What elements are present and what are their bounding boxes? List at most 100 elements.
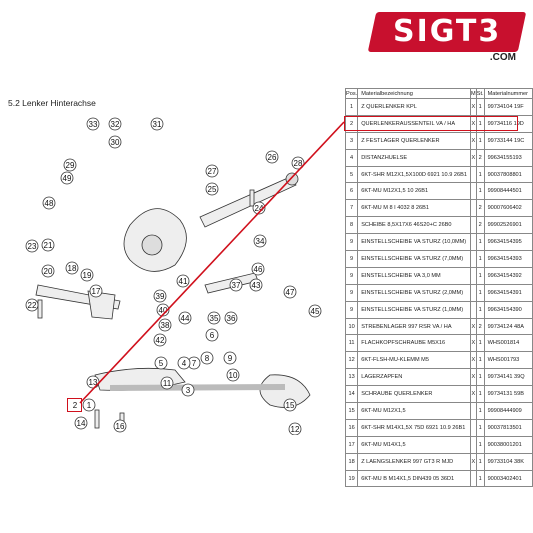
callout-33: 33 <box>86 117 100 131</box>
svg-text:45: 45 <box>311 307 320 316</box>
cell-pos: 19 <box>344 469 359 488</box>
cell-desc: 6KT-SHR M14X1,5X 75D 6921 10.9 26B1 <box>357 418 471 437</box>
callout-42: 42 <box>153 333 167 347</box>
cell-pos: 14 <box>344 385 359 404</box>
cell-qty: 1 <box>475 98 485 116</box>
cell-pos: 15 <box>344 402 359 420</box>
hub-bearing-shape <box>141 234 163 256</box>
svg-text:27: 27 <box>208 167 217 176</box>
cell-desc: 6KT-MU M12X1,5 10 26B1 <box>357 182 471 201</box>
cell-pos: 16 <box>344 418 359 437</box>
callout-20: 20 <box>41 264 55 278</box>
callout-29: 29 <box>63 158 77 172</box>
callout-44: 44 <box>178 311 192 325</box>
svg-text:47: 47 <box>286 288 295 297</box>
callout-12: 12 <box>288 422 302 435</box>
svg-text:34: 34 <box>256 237 265 246</box>
svg-text:8: 8 <box>205 354 210 363</box>
cell-pos: 7 <box>344 199 359 218</box>
cell-qty: 1 <box>475 469 485 488</box>
svg-text:24: 24 <box>255 204 264 213</box>
cell-pos: 10 <box>344 317 359 336</box>
cell-number: 99634154395 <box>483 233 533 252</box>
callout-6: 6 <box>205 328 219 342</box>
svg-text:41: 41 <box>179 277 188 286</box>
cell-pos: 12 <box>344 351 359 370</box>
cell-desc: Z FESTLAGER QUERLENKER <box>357 131 471 150</box>
svg-text:23: 23 <box>28 242 37 251</box>
callout-36: 36 <box>224 311 238 325</box>
cell-desc: EINSTELLSCHEIBE VA STURZ (7,0MM) <box>357 250 471 268</box>
svg-text:43: 43 <box>252 281 261 290</box>
callout-24: 24 <box>252 201 266 215</box>
callout-16: 16 <box>113 419 127 433</box>
cell-qty: 1 <box>475 131 485 150</box>
svg-text:2: 2 <box>73 401 78 410</box>
svg-text:42: 42 <box>156 336 165 345</box>
callout-22: 22 <box>25 298 39 312</box>
cell-desc: DISTANZHUELSE <box>357 148 471 167</box>
highlight-leader-line <box>79 121 345 404</box>
svg-text:17: 17 <box>92 287 101 296</box>
svg-text:32: 32 <box>111 120 120 129</box>
svg-text:46: 46 <box>254 265 263 274</box>
exploded-parts-diagram: 33 32 31 30 29 28 27 26 25 24 23 22 21 2… <box>25 117 345 435</box>
cell-desc: 6KT-MU B M14X1,5 DIN439 05 36D1 <box>357 469 471 488</box>
cell-number: 99634154391 <box>483 283 533 302</box>
cell-qty: 2 <box>475 216 485 235</box>
cell-number: 99734104 19F <box>483 98 533 116</box>
svg-text:3: 3 <box>186 386 191 395</box>
cell-qty: 1 <box>475 182 485 201</box>
svg-text:35: 35 <box>210 314 219 323</box>
cell-number: WHS001814 <box>483 334 533 353</box>
callout-46: 46 <box>251 262 265 276</box>
cell-number: WHS001793 <box>483 351 533 370</box>
brand-logo[interactable]: SIGT3 .COM <box>367 12 527 68</box>
cell-number: 90003402401 <box>483 469 533 488</box>
cell-pos: 4 <box>344 148 359 167</box>
callout-27: 27 <box>205 164 219 178</box>
svg-text:5: 5 <box>159 359 164 368</box>
cell-pos: 5 <box>344 165 359 184</box>
upper-link-shape <box>199 176 297 228</box>
callout-5: 5 <box>154 356 168 370</box>
cell-number: 99734124 48A <box>483 317 533 336</box>
callout-40: 40 <box>156 303 170 317</box>
cell-pos: 6 <box>344 182 359 201</box>
svg-text:28: 28 <box>294 159 303 168</box>
cell-number: 99734131 59B <box>483 385 533 404</box>
cell-number: 99908444501 <box>483 182 533 201</box>
highlight-callout-box <box>67 398 82 412</box>
cell-qty: 1 <box>475 233 485 252</box>
col-number: Materialnummer <box>483 88 533 99</box>
cell-desc: EINSTELLSCHEIBE VA STURZ (2,0MM) <box>357 283 471 302</box>
svg-text:30: 30 <box>111 138 120 147</box>
svg-text:38: 38 <box>161 321 170 330</box>
callout-45: 45 <box>308 304 322 318</box>
callout-28: 28 <box>291 156 305 170</box>
callout-4: 4 <box>177 356 191 370</box>
cell-desc: LAGERZAPFEN <box>357 368 471 387</box>
